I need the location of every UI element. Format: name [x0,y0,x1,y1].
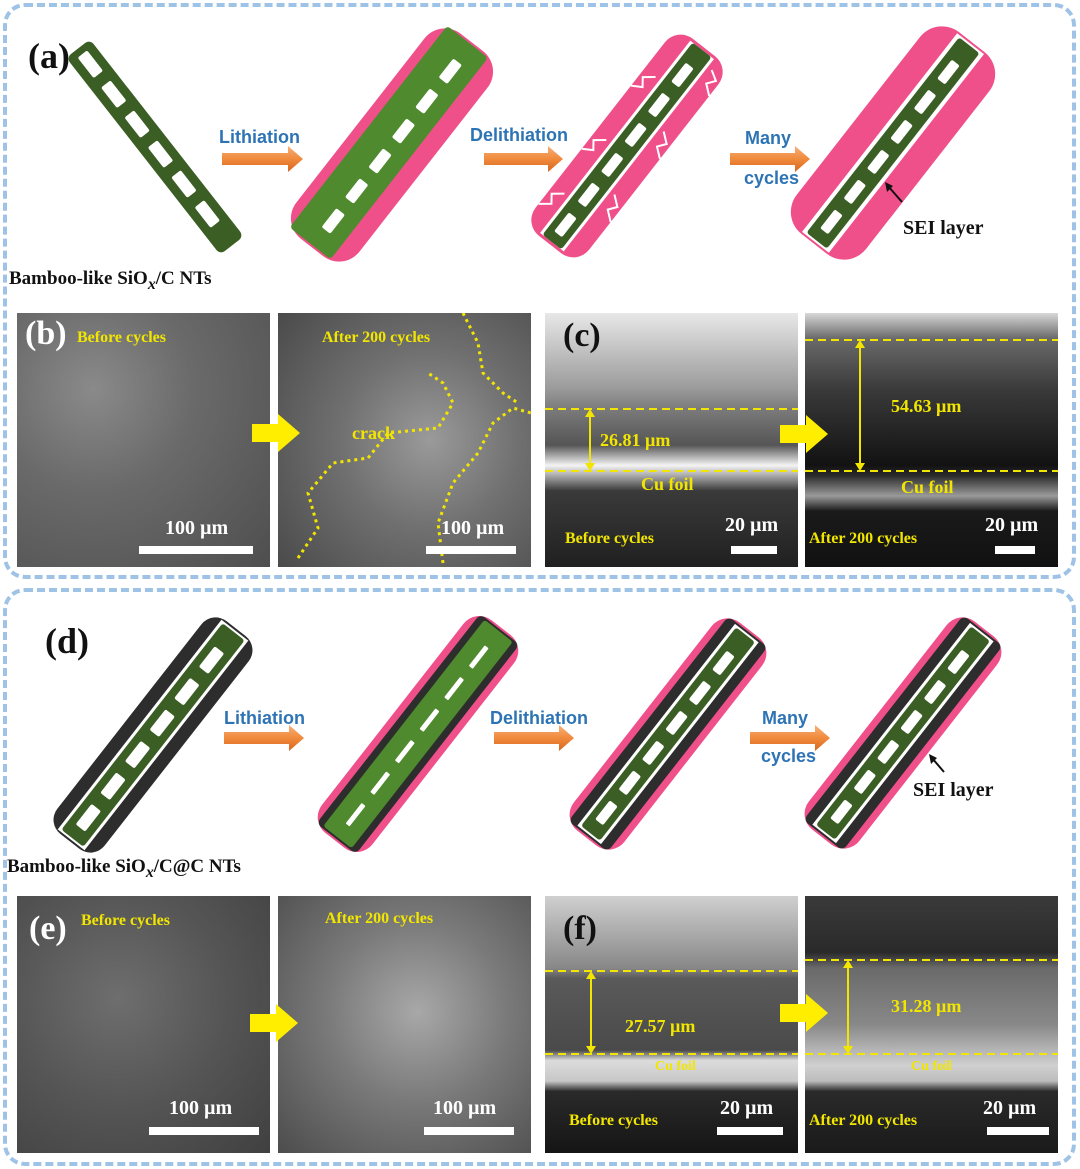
panel-label-d: (d) [45,621,89,661]
sem-b-before-scale-text: 100 µm [165,517,229,539]
nanotube-delithiated-a [531,34,723,258]
crack-label: crack [352,423,395,443]
sem-e-after-tag: After 200 cycles [325,910,434,927]
thickness-lines-c-before [545,408,798,472]
sem-c-after-tag: After 200 cycles [809,530,918,547]
thickness-lines-f-after [805,959,1058,1055]
thickness-before-c: 26.81 µm [600,430,671,450]
sem-c-before: (c) 26.81 µm Cu foil Before cycles 20 µm [545,313,798,567]
cu-foil-label-c-right: Cu foil [901,477,954,497]
panel-label-b: (b) [25,315,67,352]
thickness-lines-c-after [805,339,1058,472]
nanotube-coated-pristine-d [53,617,253,853]
nanotube-coated-lithiated-d [317,615,519,853]
sem-f-after-tag: After 200 cycles [809,1112,918,1129]
cu-foil-label-c-left: Cu foil [641,474,694,494]
sem-e-after-scale-bar [424,1127,514,1135]
orange-right-arrow-icon [750,725,830,751]
sem-b-before-scale-bar [139,546,253,554]
sem-b-after-scale-bar [426,546,516,554]
orange-right-arrow-icon [494,725,574,751]
panel-label-f: (f) [563,910,597,947]
sem-c-after-scale-bar [995,546,1035,554]
step-many-d: Many [762,708,809,728]
panel-frame-top [3,3,1076,579]
panel-frame-bottom [3,588,1076,1166]
sem-e-before-scale-text: 100 µm [169,1097,233,1119]
panel-label-a: (a) [28,36,70,76]
sei-pointer-head-d [929,754,937,764]
sem-e-before-scale-bar [149,1127,259,1135]
cu-foil-label-f-right: Cu foil [911,1059,952,1074]
panel-label-c: (c) [563,317,601,354]
thickness-after-f: 31.28 µm [891,996,962,1016]
sem-b-before-tag: Before cycles [77,329,166,346]
nanotube-cycled-a [790,26,996,260]
step-lithiation-d: Lithiation [224,708,305,728]
thickness-lines-f-before [545,970,798,1055]
sei-layer-label-d: SEI layer [913,779,994,801]
sem-c-after: 54.63 µm Cu foil After 200 cycles 20 µm [805,313,1058,567]
sem-f-before-scale-text: 20 µm [720,1097,774,1119]
sem-b-after-scale-text: 100 µm [441,517,505,539]
step-delithiation-a: Delithiation [470,125,568,145]
sem-b-before: (b) Before cycles 100 µm [17,313,270,567]
step-cycles-a: cycles [744,168,800,188]
caption-siox-c: Bamboo-like SiOx/C NTs [9,268,212,293]
cu-foil-label-f-left: Cu foil [655,1059,696,1074]
sem-b-after-tag: After 200 cycles [322,329,431,346]
caption-siox-c-c: Bamboo-like SiOx/C@C NTs [7,856,241,881]
sem-f-before-tag: Before cycles [569,1112,658,1129]
sem-e-after-scale-text: 100 µm [433,1097,497,1119]
orange-right-arrow-icon [224,725,304,751]
nanotube-pristine-a [68,41,242,253]
orange-right-arrow-icon [222,146,303,172]
step-many-a: Many [745,128,792,148]
nanotube-coated-cycled-d [804,617,1002,849]
sem-c-after-scale-text: 20 µm [985,514,1039,536]
nanotube-coated-delithiated-d [569,618,767,850]
sem-c-before-tag: Before cycles [565,530,654,547]
sem-c-before-scale-bar [731,546,777,554]
sem-e-before: (e) Before cycles 100 µm [17,896,270,1153]
step-lithiation-a: Lithiation [219,127,300,147]
panel-label-e: (e) [29,910,67,947]
nanotube-lithiated-a [290,27,494,262]
sei-pointer-head-a [885,182,893,192]
thickness-before-f: 27.57 µm [625,1016,696,1036]
sem-c-before-scale-text: 20 µm [725,514,779,536]
sem-f-before-scale-bar [717,1127,783,1135]
sem-e-after: After 200 cycles 100 µm [278,896,531,1153]
step-cycles-d: cycles [761,746,817,766]
sem-f-after-scale-text: 20 µm [983,1097,1037,1119]
sem-e-before-tag: Before cycles [81,912,170,929]
sei-layer-label-a: SEI layer [903,217,984,239]
orange-right-arrow-icon [484,146,563,172]
sem-f-before: (f) 27.57 µm Cu foil Before cycles 20 µm [545,896,798,1153]
crack-traces [296,313,531,564]
sem-b-after: After 200 cycles crack 100 µm [278,313,531,567]
orange-right-arrow-icon [730,146,810,172]
sem-f-after: 31.28 µm Cu foil After 200 cycles 20 µm [805,896,1058,1153]
sem-f-after-scale-bar [987,1127,1049,1135]
thickness-after-c: 54.63 µm [891,396,962,416]
step-delithiation-d: Delithiation [490,708,588,728]
